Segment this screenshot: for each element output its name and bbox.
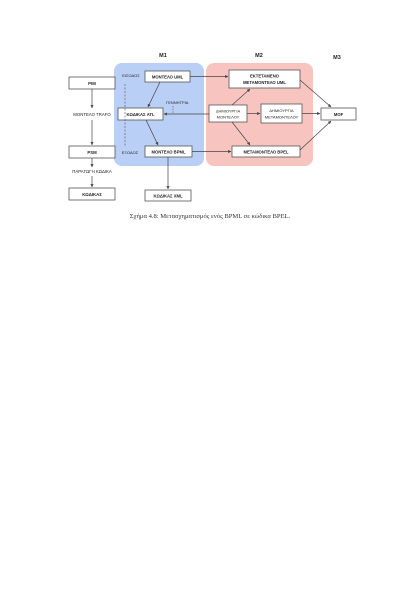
dimiourgia-metamontelou-box <box>260 103 303 124</box>
paragogi-kodika-label: ΠΑΡΑΓΩΓΗ ΚΩΔΙΚΑ <box>72 169 112 174</box>
arrow-ektetameno-to-mof <box>299 79 332 108</box>
region-label-m2: M2 <box>255 53 263 59</box>
region-label-m1: M1 <box>159 53 167 59</box>
mof-label: MOF <box>334 112 344 117</box>
ektetameno-line1: ΕΚΤΕΤΑΜΕΝΟ <box>250 74 280 79</box>
arrow-dimiourgia-to-ektetameno <box>231 88 251 106</box>
ektetameno-box <box>228 69 301 89</box>
exodos-label: ΕΞΟΔΟΣ <box>122 150 139 155</box>
dimiourgia-montelou-line2: ΜΟΝΤΕΛΟΥ <box>217 115 240 120</box>
figure-caption: Σχήμα 4.8: Μετασχηματισμός ενός BPML σε … <box>129 213 291 220</box>
montelo-trafo-label: ΜΟΝΤΕΛΟ TRAFO <box>73 112 111 117</box>
genitria-label: ΓΕΝΝΗΤΡΙΑ <box>166 100 189 105</box>
mof-box <box>320 107 357 121</box>
arrow-uml-to-atl <box>147 81 161 108</box>
ektetameno-line2: ΜΕΤΑΜΟΝΤΕΛΟ UML <box>243 80 286 85</box>
kodikas-box <box>68 187 116 201</box>
arrow-bpel-to-mof <box>299 120 332 151</box>
region-label-m3: M3 <box>333 55 341 61</box>
pim-label: PIM <box>88 81 96 86</box>
kodikas-atl-label: ΚΩΔΙΚΑΣ ATL <box>126 112 155 117</box>
metamontelo-bpel-label: ΜΕΤΑΜΟΝΤΕΛΟ BPEL <box>244 150 289 155</box>
kodikas-atl-box <box>117 107 164 121</box>
dimiourgia-montelou-line1: ΔΗΜΙΟΥΡΓΙΑ <box>216 109 241 114</box>
montelo-uml-label: ΜΟΝΤΕΛΟ UML <box>152 75 184 80</box>
metamontelo-bpel-box <box>231 145 301 158</box>
dimiourgia-metamontelou-line2: ΜΕΤΑΜΟΝΤΕΛΟΥ <box>265 115 299 120</box>
kodikas-label: ΚΩΔΙΚΑΣ <box>82 192 102 197</box>
eisodos-label: ΕΙΣΟΔΟΣ <box>122 73 140 78</box>
arrow-atl-to-bpml <box>145 119 159 146</box>
kodikas-xml-box <box>144 189 192 202</box>
arrow-dimiourgia-to-bpel <box>231 121 251 146</box>
psm-label: PSM <box>87 150 97 155</box>
kodikas-xml-label: ΚΩΔΙΚΑΣ XML <box>153 194 183 199</box>
montelo-bpml-label: ΜΟΝΤΕΛΟ BPML <box>151 150 186 155</box>
dimiourgia-metamontelou-line1: ΔΗΜΙΟΥΡΓΙΑ <box>269 108 294 113</box>
